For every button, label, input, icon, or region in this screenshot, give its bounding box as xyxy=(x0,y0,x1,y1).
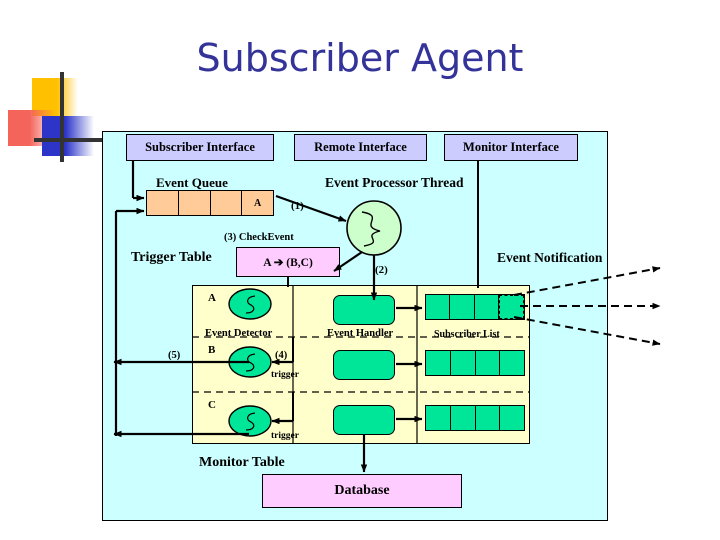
event-queue-cell[interactable] xyxy=(179,191,211,215)
monitor-row-key-c: C xyxy=(208,399,216,411)
event-handler-b[interactable] xyxy=(333,350,395,380)
trigger-table-label: Trigger Table xyxy=(131,250,212,265)
subscriber-cell[interactable] xyxy=(426,406,451,430)
trigger-label-b: trigger xyxy=(271,370,299,380)
column-header-subscriber-list: Subscriber List xyxy=(434,329,500,340)
event-queue-cell[interactable]: A xyxy=(254,197,262,209)
event-handler-c[interactable] xyxy=(333,405,395,435)
subscriber-cell[interactable] xyxy=(475,295,499,319)
subscriber-cell[interactable] xyxy=(500,406,524,430)
event-notification-label: Event Notification xyxy=(497,250,603,265)
event-queue-cell[interactable] xyxy=(211,191,243,215)
accent-cross-icon xyxy=(34,72,112,162)
subscriber-cell[interactable] xyxy=(476,406,501,430)
event-handler-a[interactable] xyxy=(333,295,395,325)
event-queue-cell[interactable] xyxy=(147,191,179,215)
subscriber-cell[interactable] xyxy=(451,351,476,375)
subscriber-cell[interactable] xyxy=(451,406,476,430)
column-header-event-detector: Event Detector xyxy=(205,328,273,339)
flow-label-4: (4) xyxy=(275,350,288,361)
flow-label-2: (2) xyxy=(375,264,388,276)
page-title: Subscriber Agent xyxy=(196,36,524,80)
subscriber-cell[interactable] xyxy=(450,295,475,319)
monitor-row-key-a: A xyxy=(208,292,216,304)
trigger-label-c: trigger xyxy=(271,431,299,441)
accent-square-blue xyxy=(42,116,94,156)
subscriber-cell[interactable] xyxy=(476,351,501,375)
monitor-interface-box[interactable]: Monitor Interface xyxy=(444,134,578,161)
flow-label-5: (5) xyxy=(168,350,181,361)
check-event-annotation: (3) CheckEvent xyxy=(224,232,294,243)
monitor-row-key-b: B xyxy=(208,344,216,356)
event-queue-label: Event Queue xyxy=(156,175,228,190)
subscriber-list-c[interactable] xyxy=(425,405,525,431)
remote-interface-box[interactable]: Remote Interface xyxy=(294,134,427,161)
subscriber-cell-selected[interactable] xyxy=(498,295,524,319)
subscriber-cell[interactable] xyxy=(500,351,524,375)
subscriber-list-b[interactable] xyxy=(425,350,525,376)
subscriber-cell[interactable] xyxy=(426,295,451,319)
event-processor-thread-label: Event Processor Thread xyxy=(325,175,464,190)
monitor-table-label: Monitor Table xyxy=(199,455,285,470)
flow-label-1: (1) xyxy=(291,200,304,212)
event-queue: A xyxy=(146,190,274,216)
subscriber-interface-box[interactable]: Subscriber Interface xyxy=(126,134,274,161)
database-box[interactable]: Database xyxy=(262,474,462,508)
corner-accent-decoration xyxy=(0,60,130,180)
subscriber-cell[interactable] xyxy=(426,351,451,375)
trigger-rule-cell[interactable]: A ➔ (B,C) xyxy=(236,247,340,277)
subscriber-list-a[interactable] xyxy=(425,294,525,320)
accent-square-yellow xyxy=(32,78,78,116)
column-header-event-handler: Event Handler xyxy=(327,328,394,339)
